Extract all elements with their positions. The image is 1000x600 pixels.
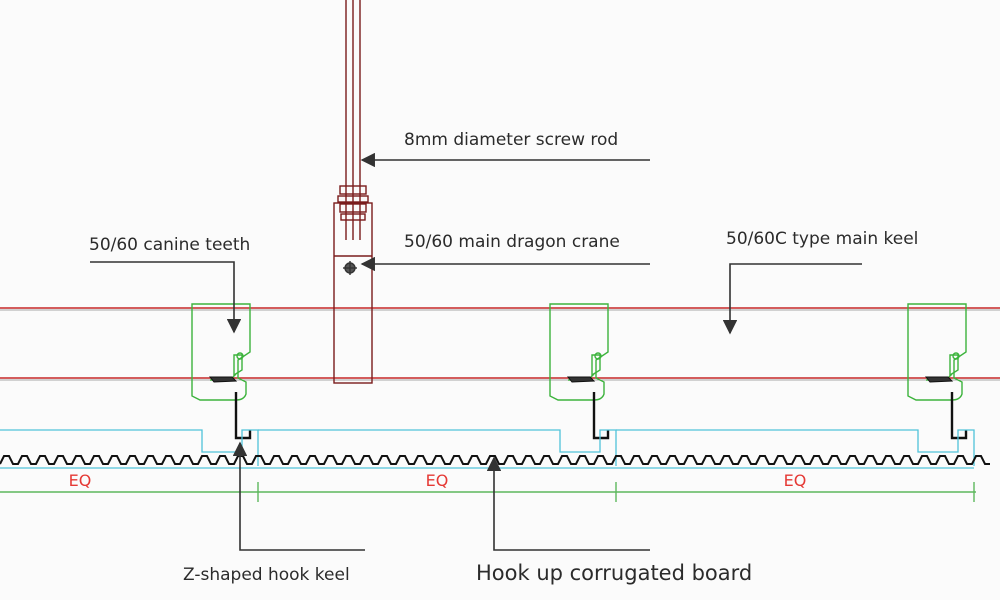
hook-2	[549, 303, 609, 401]
label-z-hook-keel: Z-shaped hook keel	[183, 565, 350, 585]
hook-3	[907, 303, 967, 401]
label-corrugated-board: Hook up corrugated board	[476, 561, 752, 585]
leader-z-hook	[232, 441, 365, 551]
leader-board	[486, 456, 650, 551]
corrugated-profile	[0, 455, 990, 465]
screw-rod	[337, 0, 369, 240]
eq-label-3: EQ	[784, 471, 807, 490]
clip-pieces	[208, 376, 954, 383]
leader-main-keel	[722, 263, 862, 335]
eq-dimension-line	[0, 482, 976, 502]
label-main-keel: 50/60C type main keel	[726, 229, 918, 249]
canine-teeth-hooks	[191, 303, 967, 401]
z-hook-keels	[234, 392, 968, 440]
hook-1	[191, 303, 251, 401]
main-keel	[0, 307, 1000, 381]
leader-lines	[90, 152, 862, 551]
main-crane	[333, 202, 373, 384]
leader-canine-teeth	[90, 261, 242, 334]
label-main-crane: 50/60 main dragon crane	[404, 232, 620, 252]
label-canine-teeth: 50/60 canine teeth	[89, 235, 250, 255]
label-screw-rod: 8mm diameter screw rod	[404, 130, 618, 150]
eq-label-2: EQ	[426, 471, 449, 490]
eq-label-1: EQ	[69, 471, 92, 490]
